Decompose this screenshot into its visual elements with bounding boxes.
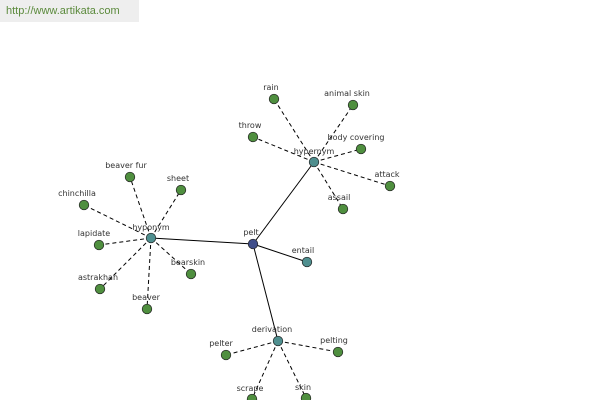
edge-derivation-pelting [277, 340, 339, 353]
word-node-animal-skin[interactable] [347, 99, 359, 111]
graph-labels: pelt hypernym rain animal skin throw body cov… [58, 83, 400, 393]
word-node-bearskin[interactable] [185, 268, 197, 280]
edge-hypernym-rain [273, 98, 315, 163]
word-node-beaver-fur[interactable] [124, 171, 136, 183]
relation-label-derivation: derivation [252, 325, 292, 334]
word-node-astrakhan[interactable] [94, 283, 106, 295]
word-label-skin: skin [295, 383, 311, 392]
word-label-attack: attack [374, 170, 399, 179]
word-node-scrape[interactable] [246, 393, 258, 400]
relation-label-entail: entail [292, 246, 314, 255]
word-label-astrakhan: astrakhan [78, 273, 118, 282]
word-label-pelter: pelter [209, 339, 233, 348]
edge-hyponym-sheet [150, 189, 182, 239]
relation-node-hypernym[interactable] [308, 156, 320, 168]
edge-hypernym-assail [313, 161, 344, 210]
edge-hypernym-animal-skin [313, 104, 354, 163]
edge-hypernym-body-covering [313, 148, 362, 163]
relation-label-hypernym: hypernym [294, 147, 335, 156]
site-url-link[interactable]: http://www.artikata.com [0, 0, 139, 22]
center-label-pelt: pelt [243, 228, 258, 237]
edge-hyponym-beaver [146, 237, 152, 310]
word-label-assail: assail [328, 193, 351, 202]
edge-hypernym-attack [313, 161, 391, 187]
edge-pelt-hypernym [252, 161, 315, 245]
edge-hyponym-bearskin [150, 237, 192, 275]
edge-hypernym-throw [252, 136, 315, 163]
word-label-scrape: scrape [237, 384, 264, 393]
edge-pelt-entail [252, 243, 308, 263]
word-node-pelting[interactable] [332, 346, 344, 358]
word-label-chinchilla: chinchilla [58, 189, 96, 198]
word-label-rain: rain [263, 83, 278, 92]
word-node-assail[interactable] [337, 203, 349, 215]
graph-edges [83, 98, 391, 400]
relation-node-hyponym[interactable] [145, 232, 157, 244]
edge-derivation-skin [277, 340, 307, 399]
word-label-bearskin: bearskin [171, 258, 205, 267]
word-label-body-covering: body covering [328, 133, 385, 142]
word-label-beaver-fur: beaver fur [105, 161, 147, 170]
edge-pelt-hyponym [150, 237, 254, 245]
word-node-throw[interactable] [247, 131, 259, 143]
edge-pelt-derivation [252, 243, 279, 342]
graph-nodes [78, 93, 396, 400]
edge-hyponym-astrakhan [99, 237, 152, 290]
relation-node-derivation[interactable] [272, 335, 284, 347]
edge-hyponym-beaver-fur [129, 176, 152, 239]
relation-label-hyponym: hyponym [132, 223, 170, 232]
word-label-beaver: beaver [132, 293, 161, 302]
word-label-throw: throw [239, 121, 262, 130]
relation-node-entail[interactable] [301, 256, 313, 268]
edge-hyponym-chinchilla [83, 204, 152, 239]
word-node-lapidate[interactable] [93, 239, 105, 251]
word-node-beaver[interactable] [141, 303, 153, 315]
edge-hyponym-lapidate [98, 237, 152, 246]
word-node-body-covering[interactable] [355, 143, 367, 155]
word-node-attack[interactable] [384, 180, 396, 192]
word-node-pelter[interactable] [220, 349, 232, 361]
edge-derivation-scrape [251, 340, 279, 400]
word-node-skin[interactable] [300, 392, 312, 400]
word-node-chinchilla[interactable] [78, 199, 90, 211]
center-node-pelt[interactable] [247, 238, 259, 250]
edge-derivation-pelter [225, 340, 279, 356]
word-node-rain[interactable] [268, 93, 280, 105]
word-label-animal-skin: animal skin [324, 89, 370, 98]
word-label-sheet: sheet [167, 174, 189, 183]
word-label-pelting: pelting [320, 336, 348, 345]
word-label-lapidate: lapidate [78, 229, 111, 238]
word-node-sheet[interactable] [175, 184, 187, 196]
